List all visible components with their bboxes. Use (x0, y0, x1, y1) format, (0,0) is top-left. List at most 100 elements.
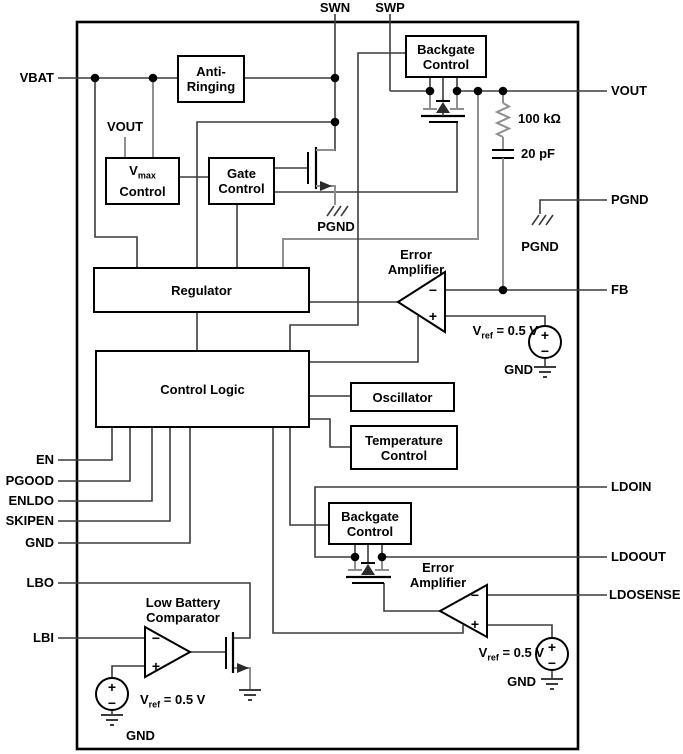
pin-lbi: LBI (33, 630, 54, 645)
vref1-minus-sign: − (540, 343, 550, 359)
vref1-source-icon (528, 325, 562, 359)
error-amp1-plus-sign: + (428, 308, 438, 324)
wire-enldo (58, 428, 153, 502)
pin-ldosense: LDOSENSE (609, 587, 681, 602)
error-amp1-minus-sign: − (428, 282, 438, 298)
block-oscillator: Oscillator (350, 382, 455, 412)
error-amp2-minus-sign: − (470, 587, 480, 603)
pin-skipen: SKIPEN (5, 513, 54, 528)
wire-vbat-regulator (94, 78, 138, 267)
pin-en: EN (35, 452, 54, 467)
block-label: Anti- (196, 64, 226, 79)
wire-skipen (58, 428, 171, 522)
pin-gnd: GND (25, 535, 54, 550)
gnd1-label: GND (504, 362, 533, 377)
block-label: Backgate (341, 508, 399, 524)
block-control-logic: Control Logic (95, 350, 310, 428)
gnd3-ground-icon (101, 714, 123, 726)
pin-swn: SWN (319, 0, 351, 15)
vref3-label: Vref = 0.5 V (140, 692, 206, 710)
nmos-switch-icon (307, 147, 336, 205)
low-battery-comparator-icon (144, 625, 193, 679)
vref2-source-icon (535, 637, 569, 671)
block-label: Control (422, 56, 470, 72)
error-amp2-plus-sign: + (470, 616, 480, 632)
wire-cl-backgate1 (289, 52, 405, 350)
wire-cl-backgate2 (289, 428, 328, 526)
vout-sense-label: VOUT (106, 119, 144, 134)
block-label: Control (119, 183, 166, 199)
block-vmax-control: Vmax Control (105, 157, 180, 205)
block-anti-ringing: Anti- Ringing (177, 55, 245, 103)
vref3-source-icon (95, 677, 129, 711)
wire-cl-temperature (310, 418, 350, 448)
pin-enldo: ENLDO (8, 493, 55, 508)
block-label: Control (346, 523, 394, 539)
pgnd-pin-ground-icon (531, 214, 554, 226)
wire-ea1-plus-vref (445, 315, 546, 326)
wire-comp-plus-vref (111, 665, 145, 678)
wire-nmos2-source (233, 667, 251, 690)
block-label: Regulator (171, 282, 232, 298)
capacitor-value-label: 20 pF (521, 146, 555, 161)
pgnd-ground-icon (326, 205, 349, 217)
wire-pgood (58, 428, 131, 482)
vref1-label: Vref = 0.5 V (472, 323, 538, 341)
wire-vout-regulator (282, 91, 479, 267)
wire-pgnd-pin (539, 199, 578, 214)
block-gate-control: Gate Control (208, 157, 275, 205)
comparator-minus-sign: − (151, 630, 161, 646)
vref2-label: Vref = 0.5 V (478, 645, 544, 663)
gnd4-ground-icon (239, 689, 261, 701)
pin-vout: VOUT (611, 83, 648, 98)
wire-lbo (58, 582, 251, 639)
wire-ea2-out-gate (383, 583, 440, 612)
error-amp2-icon (437, 583, 488, 639)
wire-swn-regulator (196, 121, 335, 267)
block-label: Vmax (129, 163, 156, 181)
block-temperature-control: Temperature Control (350, 425, 458, 470)
vref3-plus-sign: + (107, 679, 117, 695)
comparator-plus-sign: + (151, 658, 161, 674)
block-label: Control (380, 447, 428, 463)
pin-pgood: PGOOD (5, 473, 54, 488)
junction-dots (90, 73, 508, 562)
block-label: Control (218, 181, 265, 196)
block-label: Backgate (417, 41, 475, 57)
block-backgate-control-2: Backgate Control (328, 502, 412, 545)
pin-swp: SWP (375, 0, 405, 15)
wire-cl-ea1 (310, 316, 419, 363)
wire-cl-ea2 (272, 428, 464, 634)
wire-ldoin (314, 486, 578, 558)
block-backgate-control-1: Backgate Control (405, 35, 487, 78)
pin-pgnd: PGND (611, 192, 649, 207)
vref1-plus-sign: + (540, 327, 550, 343)
error-amp1-icon (396, 270, 446, 334)
block-regulator: Regulator (93, 267, 310, 313)
gnd3-label: GND (126, 728, 155, 743)
pin-vbat: VBAT (19, 70, 54, 85)
pin-fb: FB (611, 282, 629, 297)
wire-ea2-plus-vref (487, 624, 553, 638)
pgnd-label-2: PGND (521, 239, 559, 254)
wire-en (58, 428, 113, 461)
resistor-value-label: 100 kΩ (518, 111, 561, 126)
pin-ldoin: LDOIN (611, 479, 652, 494)
lbo-nmos-icon (225, 632, 249, 673)
pin-ldoout: LDOOUT (611, 549, 666, 564)
pin-lbo: LBO (26, 575, 54, 590)
vref2-plus-sign: + (547, 639, 557, 655)
vref3-minus-sign: − (107, 695, 117, 711)
wire-gnd (58, 428, 191, 544)
block-label: Gate (227, 166, 256, 181)
gnd1-ground-icon (534, 366, 556, 378)
block-label: Control Logic (160, 381, 245, 397)
block-label: Oscillator (372, 389, 433, 405)
wire-gate-pmos (275, 122, 458, 193)
resistor-100k-icon (494, 102, 512, 138)
